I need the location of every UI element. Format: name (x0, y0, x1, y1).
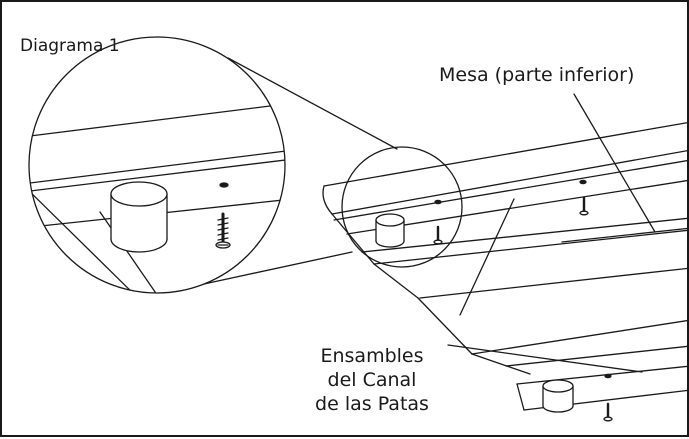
detail-highlight-circle (341, 146, 463, 268)
leg-channel-label-line: de las Patas (315, 393, 429, 415)
leg-channel-label-line: del Canal (327, 369, 417, 391)
leader-lines (447, 93, 656, 373)
screw-icon (603, 402, 613, 422)
screw-icon (215, 212, 231, 249)
magnified-detail (29, 37, 285, 293)
table-surface (322, 121, 689, 411)
leg-plug (375, 213, 405, 248)
leg-channel-label-line: Ensambles (320, 345, 424, 367)
diagram-title: Diagrama 1 (20, 36, 120, 56)
leg-channel-label: Ensambles del Canal de las Patas (297, 344, 447, 416)
table-underside-label: Mesa (parte inferior) (439, 64, 635, 86)
magnifier-connector (203, 57, 398, 285)
screw-icon (433, 225, 443, 245)
screw-icon (579, 196, 589, 216)
leg-plug (542, 379, 574, 413)
